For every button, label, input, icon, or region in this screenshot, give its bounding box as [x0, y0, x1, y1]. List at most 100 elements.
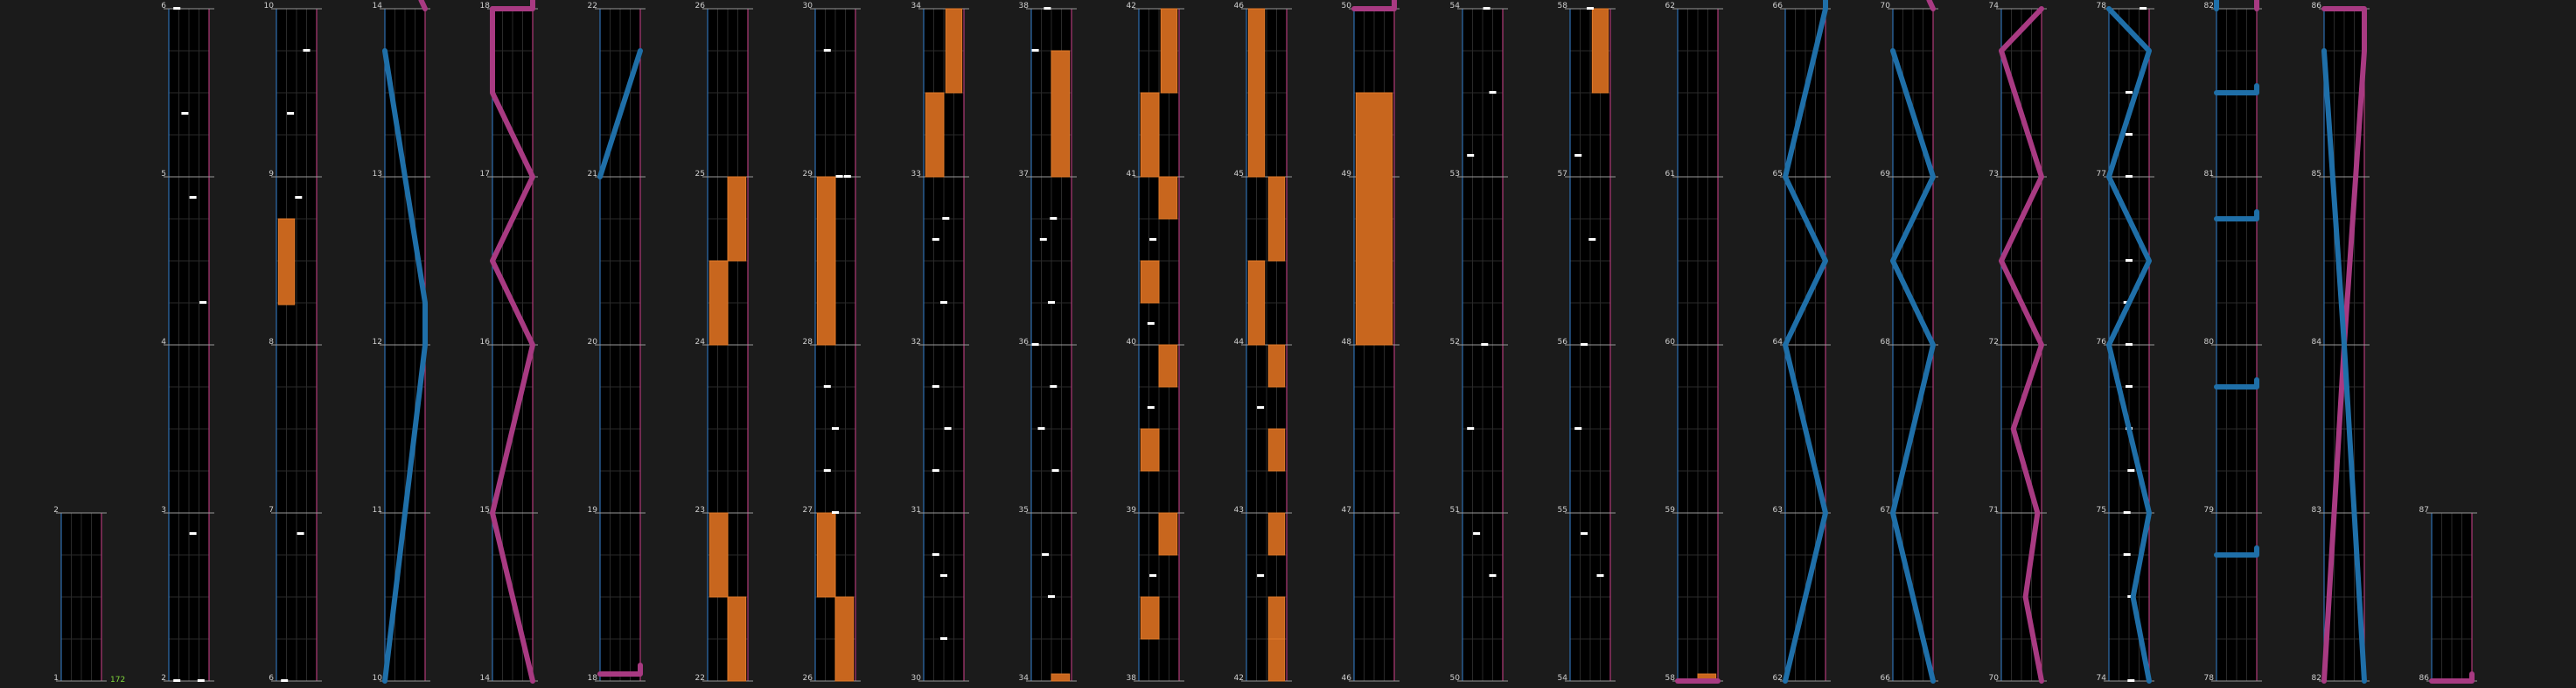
measure-number: 46	[1234, 2, 1245, 11]
tap-note	[1031, 343, 1039, 346]
tap-note	[1048, 301, 1055, 304]
measure-number: 78	[2097, 2, 2107, 11]
combo-counter: 172	[110, 676, 125, 684]
tap-note	[2126, 91, 2133, 94]
slide-path	[490, 6, 535, 684]
measure-number: 30	[803, 2, 813, 11]
slide-path	[1783, 0, 1828, 684]
measure-number: 72	[1989, 338, 1999, 347]
tap-note	[2126, 175, 2133, 178]
tap-note	[2123, 553, 2131, 556]
measure-number: 15	[480, 506, 490, 515]
tap-note	[1050, 217, 1058, 220]
measure-number: 11	[373, 506, 382, 515]
tap-note	[940, 301, 947, 304]
tap-note	[1483, 7, 1490, 10]
measure-number: 16	[480, 338, 491, 347]
lane-column[interactable]: 12	[53, 506, 107, 683]
tap-note	[1588, 238, 1596, 241]
slide-path	[1890, 48, 1936, 684]
hold-note	[727, 596, 747, 682]
measure-number: 81	[2204, 170, 2214, 179]
lane-columns[interactable]: 1223456678910101112131414151617181819202…	[53, 0, 2477, 684]
measure-number: 45	[1234, 170, 1244, 179]
measure-number: 9	[269, 170, 274, 179]
tap-note	[1467, 154, 1475, 157]
measure-number: 27	[803, 506, 813, 515]
measure-number: 12	[373, 338, 382, 347]
measure-number: 79	[2204, 506, 2215, 515]
measure-number: 30	[911, 674, 922, 683]
slide-path	[2214, 83, 2259, 95]
slide-path	[2214, 545, 2259, 558]
tap-note	[1044, 7, 1051, 10]
hold-note	[1140, 260, 1160, 304]
slide-path	[1351, 0, 1397, 11]
measure-number: 26	[803, 674, 813, 683]
measure-number: 3	[161, 506, 166, 515]
tap-note	[173, 7, 181, 10]
measure-number: 66	[1881, 674, 1891, 683]
measure-number: 80	[2204, 338, 2215, 347]
tap-note	[2126, 133, 2133, 136]
hold-note	[1158, 344, 1178, 388]
hold-note	[1267, 428, 1286, 472]
tap-note	[1149, 574, 1157, 577]
measure-number: 10	[264, 2, 275, 11]
tap-note	[1037, 427, 1045, 430]
tap-note	[287, 112, 295, 115]
tap-note	[932, 385, 939, 388]
measure-number: 22	[588, 2, 597, 11]
tap-note	[297, 532, 304, 535]
tap-note	[1581, 343, 1588, 346]
measure-number: 62	[1773, 674, 1783, 683]
measure-number: 42	[1127, 2, 1136, 11]
tap-note	[1481, 343, 1489, 346]
measure-number: 36	[1019, 338, 1030, 347]
measure-number: 2	[53, 506, 59, 515]
measure-number: 58	[1665, 674, 1676, 683]
measure-number: 78	[2204, 674, 2215, 683]
measure-number: 43	[1234, 506, 1244, 515]
measure-number: 49	[1342, 170, 1352, 179]
hold-note	[816, 176, 836, 346]
hold-note	[1267, 344, 1286, 388]
measure-number: 10	[373, 674, 383, 683]
tap-note	[1489, 91, 1497, 94]
tap-note	[1039, 238, 1047, 241]
measure-number: 73	[1989, 170, 1999, 179]
hold-note	[1051, 673, 1071, 682]
measure-number: 82	[2312, 674, 2321, 683]
tap-note	[2123, 511, 2131, 514]
tap-note	[1596, 574, 1604, 577]
slide-path	[2321, 48, 2367, 684]
hold-note	[1051, 50, 1071, 178]
tap-note	[823, 469, 831, 472]
tap-note	[823, 49, 831, 52]
measure-number: 74	[1989, 2, 2000, 11]
tap-note	[2126, 343, 2133, 346]
measure-number: 69	[1881, 170, 1891, 179]
